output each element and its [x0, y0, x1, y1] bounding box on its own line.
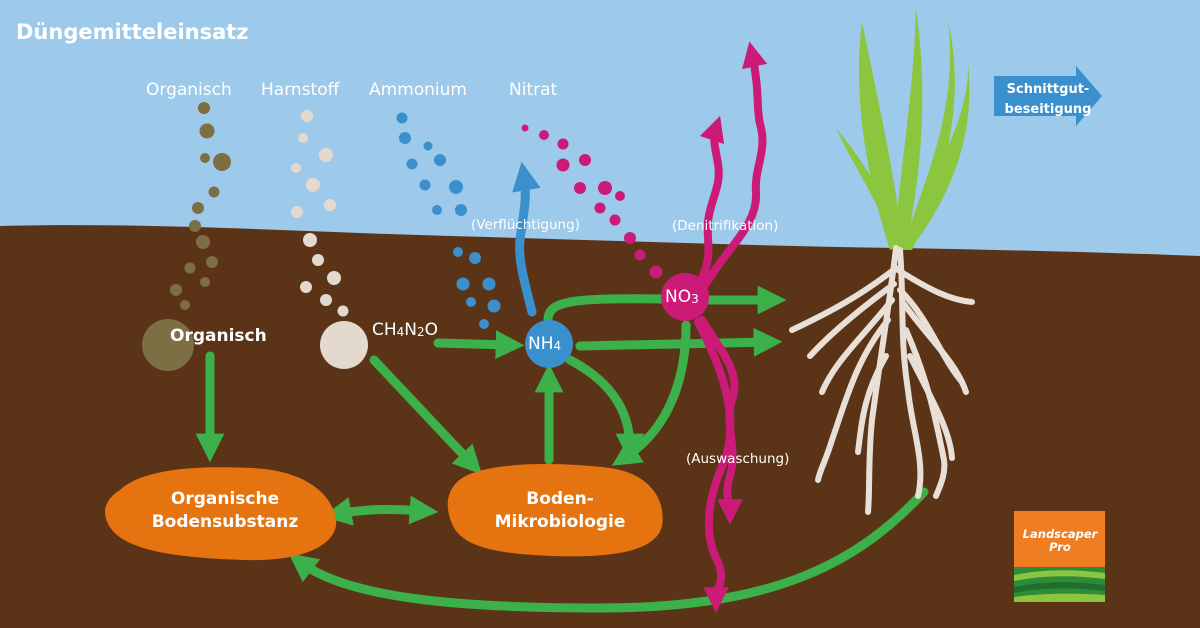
- arrow-nitrate-to-microbiology: [611, 320, 691, 466]
- leaching-label: (Auswaschung): [686, 451, 790, 467]
- source-label-nitrate: Nitrat: [509, 80, 558, 100]
- clipping-removal-arrow: [994, 66, 1102, 126]
- microbiology-label: Boden-Mikrobiologie: [494, 489, 626, 532]
- organic-matter-pool: [105, 467, 337, 561]
- ammonium-node: [525, 320, 573, 368]
- nitrate-node: [661, 273, 709, 321]
- denitrification-arrow-left: [696, 115, 725, 286]
- arrow-ammonium-to-microbiology: [565, 355, 645, 463]
- nitrate-flow-arrows: [694, 41, 768, 613]
- logo-stripes-graphic: [1014, 570, 1105, 602]
- arrow-ammonium-to-roots: [575, 327, 783, 357]
- arrow-urea-to-microbiology: [369, 355, 482, 475]
- plant-roots: [789, 245, 975, 515]
- volatilization-arrow: [512, 161, 541, 317]
- source-label-organic: Organisch: [146, 80, 232, 100]
- ammonium-particles: [396, 112, 501, 329]
- denitrification-label: (Denitrifikation): [672, 218, 779, 234]
- page-title: Düngemitteleinsatz: [16, 20, 249, 44]
- denitrification-arrow-right: [702, 41, 768, 288]
- arrow-ammonium-to-nitrate: [543, 294, 669, 325]
- green-flow-arrows: [195, 285, 929, 613]
- grass-plant: [836, 8, 970, 250]
- source-label-ammonium: Ammonium: [369, 80, 467, 100]
- organic-particles: [142, 102, 231, 371]
- arrow-clippings-return: [288, 487, 929, 613]
- microbiology-pool: [447, 464, 663, 557]
- clipping-removal-label: Schnittgut-beseitigung: [1004, 82, 1092, 117]
- nitrate-particles: [521, 124, 663, 279]
- logo-field-stripes: [1014, 567, 1105, 602]
- organic-matter-label: Organische Bodensubstanz: [151, 489, 299, 532]
- leaching-arrow-deep: [694, 318, 735, 613]
- organic-node-label: Organisch: [170, 326, 267, 346]
- nitrate-formula: NO3: [665, 287, 699, 307]
- ammonium-formula: NH4: [528, 334, 562, 354]
- arrow-urea-to-ammonium: [433, 330, 525, 359]
- source-label-urea: Harnstoff: [261, 80, 340, 100]
- volatilization-label: (Verflüchtigung): [471, 217, 580, 233]
- arrow-substance-microbiology: [322, 495, 439, 526]
- urea-particles: [291, 110, 368, 369]
- urea-formula: CH4N2O: [372, 320, 439, 340]
